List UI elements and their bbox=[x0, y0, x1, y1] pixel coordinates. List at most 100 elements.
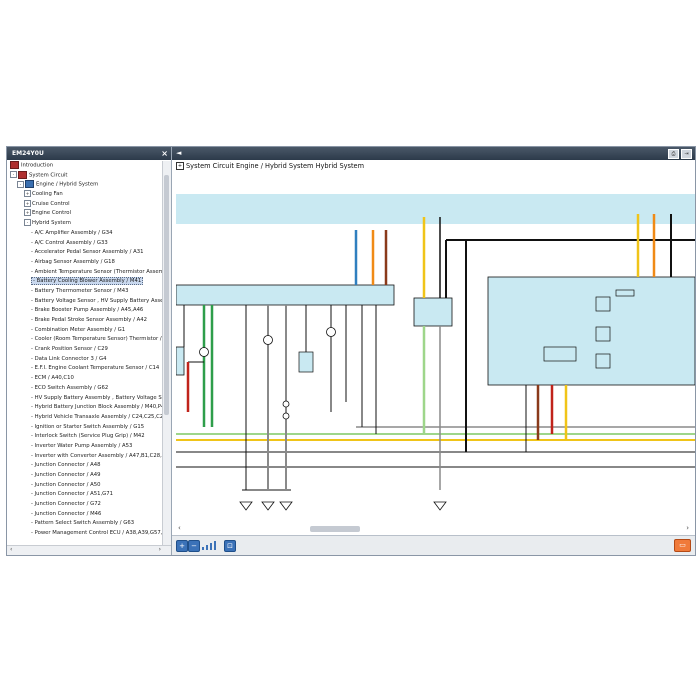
tree-item[interactable]: - Junction Connector / G72 bbox=[7, 500, 162, 510]
relay-1 bbox=[595, 296, 611, 312]
collapse-minus-icon[interactable]: - bbox=[24, 219, 31, 227]
tree-item[interactable]: - Hybrid Battery Junction Block Assembly… bbox=[7, 403, 162, 413]
expand-plus-icon[interactable]: + bbox=[24, 199, 31, 207]
tree-item[interactable]: - Ignition or Starter Switch Assembly / … bbox=[7, 423, 162, 433]
tree-item-label: - Pattern Select Switch Assembly / G63 bbox=[31, 520, 135, 527]
expand-box-icon[interactable]: + bbox=[176, 162, 184, 170]
tree-item-label: - Battery Voltage Sensor , HV Supply Bat… bbox=[31, 297, 162, 304]
tree-item-label: - Junction Connector / G72 bbox=[31, 501, 101, 508]
tree-item[interactable]: - Hybrid Vehicle Transaxle Assembly / C2… bbox=[7, 413, 162, 423]
tree-item[interactable]: - Brake Booster Pump Assembly / A45,A46 bbox=[7, 306, 162, 316]
tree-item[interactable]: - Battery Cooling Blower Assembly / M41 bbox=[7, 277, 162, 287]
tree-item-label: - Brake Pedal Stroke Sensor Assembly / A… bbox=[31, 317, 147, 323]
tree-item[interactable]: - Junction Connector / A48 bbox=[7, 461, 162, 471]
content-toolbar: ◄ ⎙ ⇥ bbox=[172, 147, 695, 160]
tree-item[interactable]: - ECO Switch Assembly / G62 bbox=[7, 384, 162, 394]
tree-item[interactable]: - HV Supply Battery Assembly , Battery V… bbox=[7, 394, 162, 404]
application-window: EM24Y0U × Introduction-System Circuit-En… bbox=[6, 146, 696, 556]
scroll-right-icon[interactable]: › bbox=[158, 546, 161, 553]
left-ecu-stub bbox=[176, 346, 185, 376]
tree-item[interactable]: - ECM / A40,C10 bbox=[7, 374, 162, 384]
tree-item-label: Cruise Control bbox=[32, 200, 70, 207]
zoom-level-indicator[interactable] bbox=[200, 540, 220, 550]
close-panel-icon[interactable]: × bbox=[161, 149, 168, 158]
scrollbar-thumb[interactable] bbox=[164, 175, 169, 415]
tree-item[interactable]: - Cooler (Room Temperature Sensor) Therm… bbox=[7, 335, 162, 345]
tree-vertical-scrollbar[interactable] bbox=[162, 161, 171, 545]
scroll-right-icon[interactable]: › bbox=[686, 524, 689, 532]
tree-item[interactable]: - E.F.I. Engine Coolant Temperature Sens… bbox=[7, 364, 162, 374]
tree-item[interactable]: - Power Management Control ECU / A38,A39… bbox=[7, 529, 162, 539]
tree-item[interactable]: - Pattern Select Switch Assembly / G63 bbox=[7, 519, 162, 529]
tree-item[interactable]: - Accelerator Pedal Sensor Assembly / A3… bbox=[7, 248, 162, 258]
ecu-connector-box bbox=[176, 284, 395, 306]
back-arrow-icon[interactable]: ◄ bbox=[176, 149, 182, 157]
ground-1 bbox=[239, 501, 253, 511]
tree-item[interactable]: - Junction Connector / A50 bbox=[7, 481, 162, 491]
tree-item[interactable]: - Battery Thermometer Sensor / M43 bbox=[7, 287, 162, 297]
exit-icon[interactable]: ⇥ bbox=[681, 149, 692, 159]
scroll-left-icon[interactable]: ‹ bbox=[10, 546, 13, 553]
print-icon[interactable]: ⎙ bbox=[668, 149, 679, 159]
ground-2 bbox=[261, 501, 275, 511]
display-mode-icon[interactable]: ▭ bbox=[674, 539, 691, 552]
expand-plus-icon[interactable]: + bbox=[24, 209, 31, 217]
tree-item-label: - Inverter with Converter Assembly / A47… bbox=[31, 452, 162, 459]
junction-2 bbox=[263, 335, 273, 345]
tree-horizontal-scrollbar[interactable]: ‹ › bbox=[7, 545, 171, 555]
zoom-in-icon[interactable]: + bbox=[176, 540, 188, 552]
tree-item[interactable]: -System Circuit bbox=[7, 170, 162, 181]
tree-item-label: - Cooler (Room Temperature Sensor) Therm… bbox=[31, 336, 162, 343]
tree-item-label: - Interlock Switch (Service Plug Grip) /… bbox=[31, 433, 145, 440]
tree-item[interactable]: +Cooling Fan bbox=[7, 190, 162, 200]
relay-3 bbox=[595, 353, 611, 369]
tree-item[interactable]: - Airbag Sensor Assembly / G18 bbox=[7, 258, 162, 268]
tree-item-label: - HV Supply Battery Assembly , Battery V… bbox=[31, 394, 162, 401]
tree-item-label: - Hybrid Battery Junction Block Assembly… bbox=[31, 404, 162, 411]
tree-item[interactable]: - Combination Meter Assembly / G1 bbox=[7, 326, 162, 336]
middle-module-box bbox=[413, 297, 453, 327]
scrollbar-thumb[interactable] bbox=[310, 526, 360, 532]
tree-item[interactable]: - A/C Control Assembly / G33 bbox=[7, 239, 162, 249]
tree-item[interactable]: - Interlock Switch (Service Plug Grip) /… bbox=[7, 432, 162, 442]
expand-plus-icon[interactable]: + bbox=[24, 190, 31, 198]
tree-item[interactable]: - Data Link Connector 3 / G4 bbox=[7, 355, 162, 365]
tree-item-label: Hybrid System bbox=[32, 220, 71, 227]
scroll-left-icon[interactable]: ‹ bbox=[178, 524, 181, 532]
tree-item-label: - Ambient Temperature Sensor (Thermistor… bbox=[31, 268, 162, 275]
tree-item[interactable]: - Ambient Temperature Sensor (Thermistor… bbox=[7, 268, 162, 278]
book-icon bbox=[18, 170, 27, 179]
relay-block-box bbox=[487, 276, 695, 386]
tree-item[interactable]: -Engine / Hybrid System bbox=[7, 180, 162, 190]
tree-item[interactable]: - Inverter with Converter Assembly / A47… bbox=[7, 452, 162, 462]
tree-item[interactable]: - Junction Connector / A49 bbox=[7, 471, 162, 481]
resistor bbox=[615, 289, 635, 297]
tree-item[interactable]: - Brake Pedal Stroke Sensor Assembly / A… bbox=[7, 316, 162, 326]
tree-item[interactable]: Introduction bbox=[7, 161, 162, 171]
tree-item[interactable]: +Engine Control bbox=[7, 209, 162, 219]
content-panel: ◄ ⎙ ⇥ +System Circuit Engine / Hybrid Sy… bbox=[172, 147, 695, 555]
tree-item-label: - Combination Meter Assembly / G1 bbox=[31, 326, 126, 333]
tree-item-label: - ECO Switch Assembly / G62 bbox=[31, 384, 109, 391]
tree-item-label: - Inverter Water Pump Assembly / A53 bbox=[31, 442, 133, 449]
tree-item[interactable]: - Junction Connector / A51,G71 bbox=[7, 490, 162, 500]
tree-item-label: - Battery Thermometer Sensor / M43 bbox=[31, 287, 129, 294]
tree-item[interactable]: - Junction Connector / M46 bbox=[7, 510, 162, 520]
tree-item[interactable]: - Crank Position Sensor / C29 bbox=[7, 345, 162, 355]
book-icon bbox=[10, 161, 19, 169]
zoom-fit-icon[interactable]: ⊡ bbox=[224, 540, 236, 552]
tree-item[interactable]: - Battery Voltage Sensor , HV Supply Bat… bbox=[7, 297, 162, 307]
collapse-minus-icon[interactable]: - bbox=[10, 171, 17, 179]
tree-item[interactable]: -Hybrid System bbox=[7, 219, 162, 229]
tree-item[interactable]: - A/C Amplifier Assembly / G34 bbox=[7, 229, 162, 239]
tree-item[interactable]: +Cruise Control bbox=[7, 199, 162, 210]
wiring-diagram[interactable] bbox=[176, 172, 695, 522]
collapse-minus-icon[interactable]: - bbox=[17, 180, 24, 188]
tree-item-label: - Hybrid Vehicle Transaxle Assembly / C2… bbox=[31, 413, 162, 420]
diagram-horizontal-scrollbar[interactable]: ‹ › bbox=[172, 524, 695, 533]
tree-item-label: - Junction Connector / A51,G71 bbox=[31, 491, 113, 498]
tree-item[interactable]: - Inverter Water Pump Assembly / A53 bbox=[7, 442, 162, 452]
zoom-out-icon[interactable]: − bbox=[188, 540, 200, 552]
navigation-panel: EM24Y0U × Introduction-System Circuit-En… bbox=[7, 147, 172, 555]
relay-2 bbox=[595, 326, 611, 342]
